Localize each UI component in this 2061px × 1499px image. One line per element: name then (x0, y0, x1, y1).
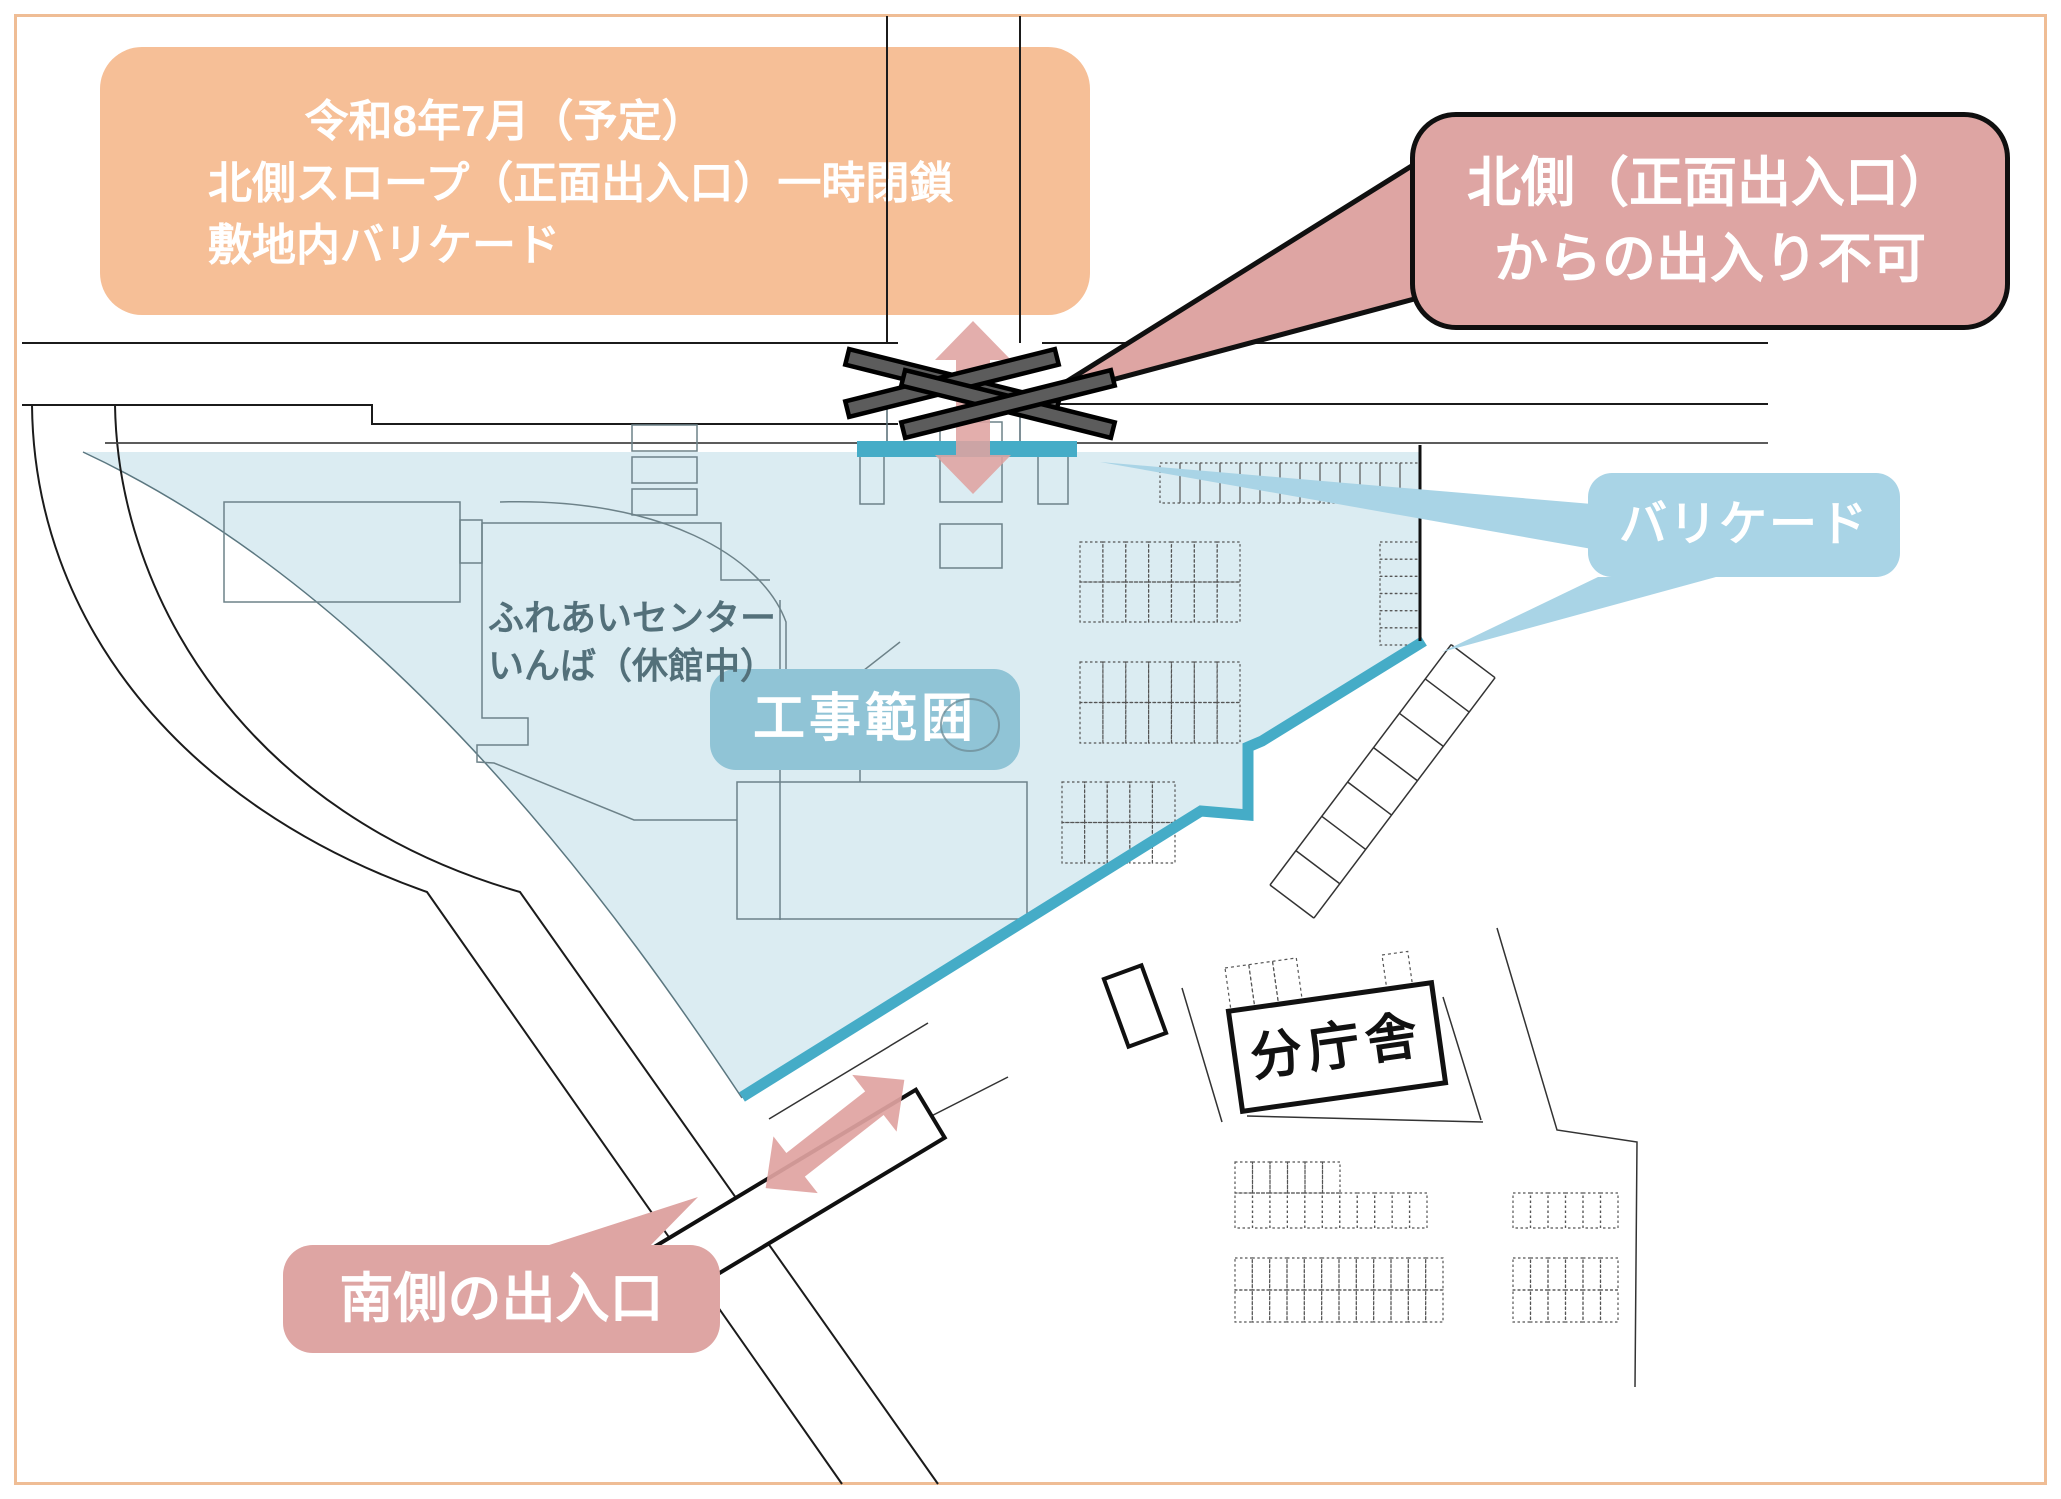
schedule-note-line2: 北側スロープ（正面出入口）一時閉鎖 (208, 159, 954, 208)
south-entrance-label: 南側の出入口 (283, 1245, 720, 1353)
page-border-frame (14, 14, 2047, 1485)
facility-name-line1: ふれあいセンター (488, 597, 777, 638)
schedule-note-line1: 令和8年7月（予定） (304, 97, 706, 146)
facility-name-line2: いんば（休館中） (488, 645, 777, 686)
north-closed-callout: 北側（正面出入口） からの出入り不可 (1410, 112, 2010, 330)
north-closed-line2: からの出入り不可 (1494, 229, 1926, 289)
facility-name: ふれあいセンター いんば（休館中） (488, 594, 788, 690)
schedule-note-box: 令和8年7月（予定） 北側スロープ（正面出入口）一時閉鎖 敷地内バリケード (100, 47, 1090, 315)
barricade-label: バリケード (1588, 473, 1900, 577)
schedule-note-line3: 敷地内バリケード (208, 221, 560, 270)
north-closed-line1: 北側（正面出入口） (1467, 153, 1953, 213)
